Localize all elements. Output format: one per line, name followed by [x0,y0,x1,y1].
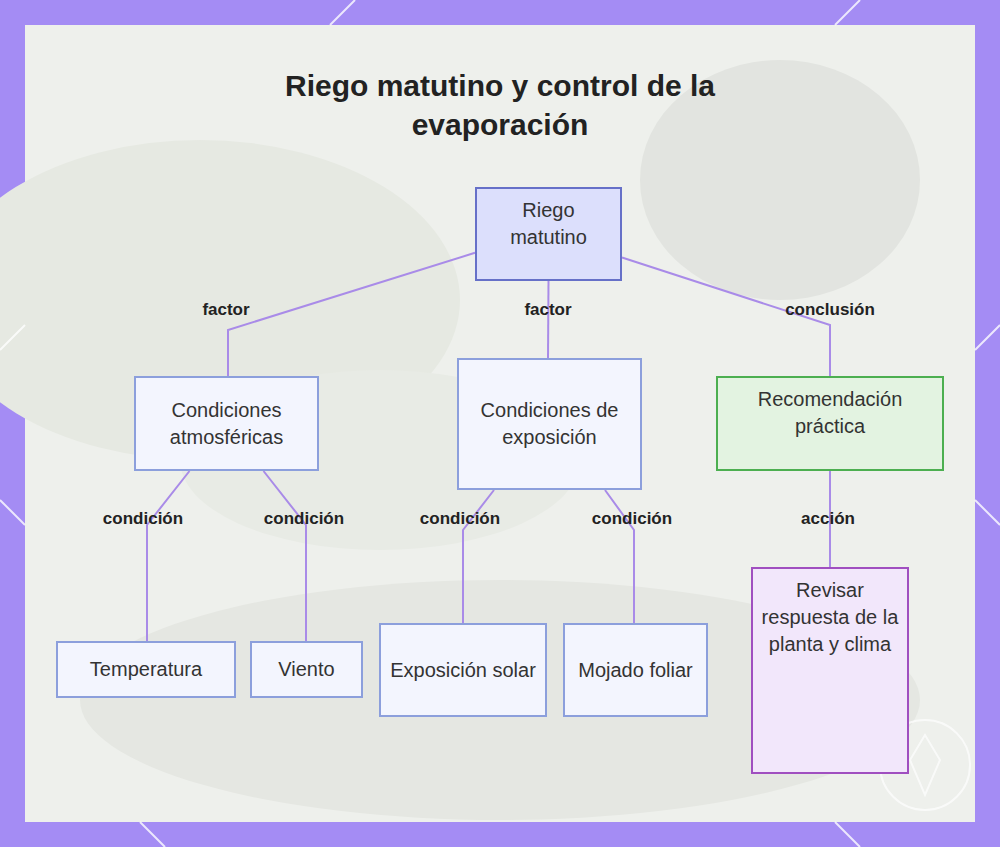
node-text: Riego matutino [485,197,612,251]
edge-label: conclusión [785,300,875,320]
action-box: Revisar respuesta de la planta y clima [751,567,909,774]
diagram-title: Riego matutino y control de la evaporaci… [200,66,800,144]
edge-label: condición [420,509,500,529]
condition-box: Mojado foliar [563,623,708,717]
node-text: Condiciones atmosféricas [144,397,309,451]
node-text: Temperatura [90,656,202,683]
root-box: Riego matutino [475,187,622,281]
connector-line [228,253,475,376]
node-text: Recomendación práctica [726,386,934,440]
conclusion-box: Recomendación práctica [716,376,944,471]
factor-box: Condiciones atmosféricas [134,376,319,471]
edge-label: factor [202,300,249,320]
connector-line [547,281,550,358]
node-text: Revisar respuesta de la planta y clima [761,577,899,658]
node-text: Viento [278,656,334,683]
edge-label: condición [103,509,183,529]
edge-label: acción [801,509,855,529]
condition-box: Exposición solar [379,623,547,717]
edge-label: condición [264,509,344,529]
factor-box: Condiciones de exposición [457,358,642,490]
condition-box: Viento [250,641,363,698]
condition-box: Temperatura [56,641,236,698]
node-text: Mojado foliar [578,657,693,684]
edge-label: condición [592,509,672,529]
connector-line [147,471,190,641]
edge-label: factor [524,300,571,320]
node-text: Exposición solar [390,657,536,684]
connector-line [264,471,307,641]
node-text: Condiciones de exposición [467,397,632,451]
